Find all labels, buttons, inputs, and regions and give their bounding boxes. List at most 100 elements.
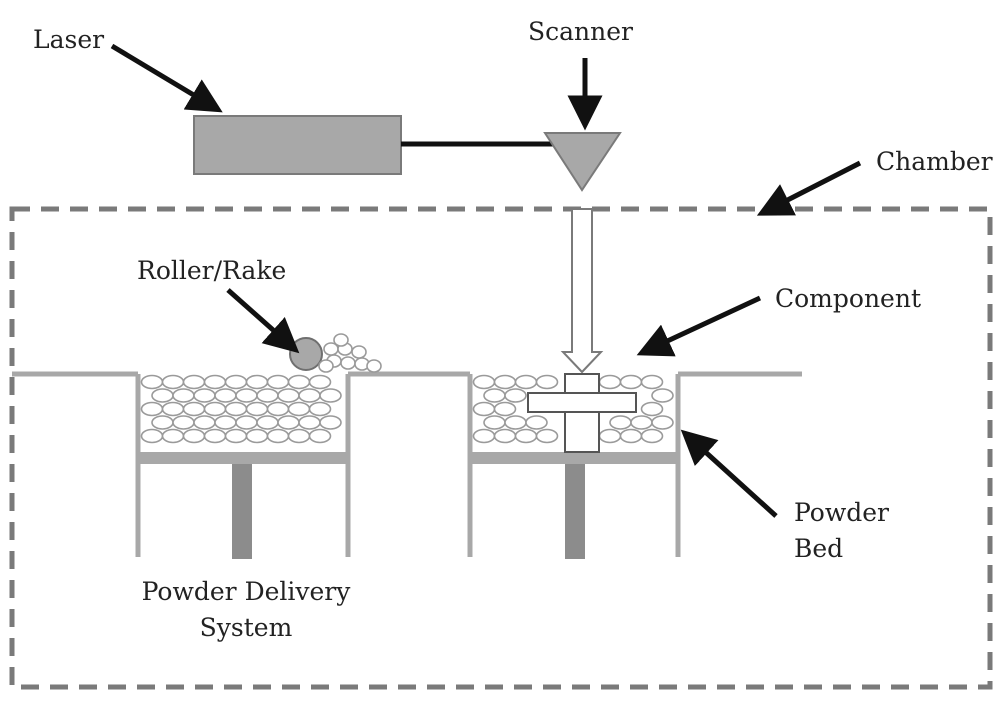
powder-particle — [203, 374, 227, 390]
powder-particle — [640, 374, 664, 390]
powder-particle — [235, 388, 258, 403]
powder-particle — [493, 374, 517, 390]
powder-particle — [151, 415, 174, 430]
scanner-label: Scanner — [528, 17, 633, 46]
powder-particle — [619, 428, 643, 444]
scanner-shape — [543, 132, 622, 192]
powder-particle — [266, 401, 290, 417]
chamber-pointer-arrow — [756, 160, 862, 216]
chamber-border — [9, 206, 993, 690]
powder-delivery-label-line1: Powder Delivery — [142, 577, 352, 606]
powder-particle — [214, 415, 237, 430]
powder-particle — [333, 333, 349, 347]
powder-particle — [140, 374, 164, 390]
powder-particle — [245, 374, 269, 390]
laser-label: Laser — [33, 25, 104, 54]
powder-particle — [318, 359, 334, 373]
delivery-piston — [232, 464, 252, 559]
powder-particle — [182, 428, 206, 444]
powder-particle — [256, 415, 279, 430]
powder-particle — [151, 388, 174, 403]
powder-particle — [287, 374, 311, 390]
powder-delivery-unit — [135, 374, 351, 559]
bed-powder — [472, 374, 674, 444]
powder-particle — [287, 428, 311, 444]
powder-particle — [266, 374, 290, 390]
powder-particle — [214, 388, 237, 403]
laser-pointer-arrow — [110, 43, 223, 113]
roller-pointer-arrow — [226, 288, 300, 354]
powder-particle — [287, 401, 311, 417]
powder-particle — [224, 401, 248, 417]
powder-particle — [245, 401, 269, 417]
powder-particle — [182, 401, 206, 417]
powder-particle — [493, 428, 517, 444]
powder-particle — [298, 388, 321, 403]
powder-particle — [472, 374, 496, 390]
powder-particle — [277, 415, 300, 430]
powder-particle — [266, 428, 290, 444]
powder-particle — [172, 415, 195, 430]
powder-particle — [651, 415, 674, 430]
powder-particle — [140, 428, 164, 444]
powder-bed-label-line2: Bed — [794, 534, 843, 563]
powder-particle — [298, 415, 321, 430]
powder-particle — [366, 359, 382, 373]
powder-particle — [203, 428, 227, 444]
build-platform — [472, 452, 676, 464]
powder-particle — [308, 374, 332, 390]
powder-particle — [182, 374, 206, 390]
powder-particle — [319, 415, 342, 430]
powder-particle — [472, 401, 496, 417]
laser-body — [193, 115, 402, 175]
powder-bed-label-line1: Powder — [794, 498, 889, 527]
powder-particle — [630, 415, 653, 430]
powder-particle — [172, 388, 195, 403]
powder-particle — [640, 428, 664, 444]
delivery-powder — [140, 374, 342, 444]
powder-bed-pointer-arrow — [680, 429, 778, 518]
powder-particle — [472, 428, 496, 444]
powder-particle — [319, 388, 342, 403]
powder-particle — [203, 401, 227, 417]
powder-particle — [504, 415, 527, 430]
powder-particle — [193, 388, 216, 403]
build-unit — [467, 373, 681, 559]
powder-particle — [161, 374, 185, 390]
powder-particle — [351, 345, 367, 359]
powder-particle — [235, 415, 258, 430]
component-part — [527, 373, 637, 453]
roller — [289, 337, 323, 371]
beam-arrow — [560, 208, 604, 374]
powder-particle — [483, 415, 506, 430]
chamber-label: Chamber — [876, 147, 993, 176]
powder-particle — [224, 428, 248, 444]
powder-delivery-label-line2: System — [200, 613, 293, 642]
powder-particle — [256, 388, 279, 403]
component-pointer-arrow — [636, 295, 762, 357]
powder-particle — [161, 428, 185, 444]
powder-particle — [161, 401, 185, 417]
powder-particle — [514, 428, 538, 444]
powder-particle — [308, 401, 332, 417]
powder-particle — [193, 415, 216, 430]
powder-particle — [483, 388, 506, 403]
powder-particle — [535, 374, 559, 390]
roller-rake-label: Roller/Rake — [137, 256, 286, 285]
powder-particle — [308, 428, 332, 444]
roller-powder-pile — [318, 333, 382, 373]
powder-particle — [640, 401, 664, 417]
powder-particle — [525, 415, 548, 430]
powder-particle — [140, 401, 164, 417]
powder-particle — [224, 374, 248, 390]
powder-particle — [493, 401, 517, 417]
component-label: Component — [775, 284, 921, 313]
powder-particle — [245, 428, 269, 444]
powder-particle — [619, 374, 643, 390]
powder-particle — [598, 374, 622, 390]
powder-particle — [535, 428, 559, 444]
powder-particle — [504, 388, 527, 403]
build-piston — [565, 464, 585, 559]
delivery-platform — [140, 452, 346, 464]
